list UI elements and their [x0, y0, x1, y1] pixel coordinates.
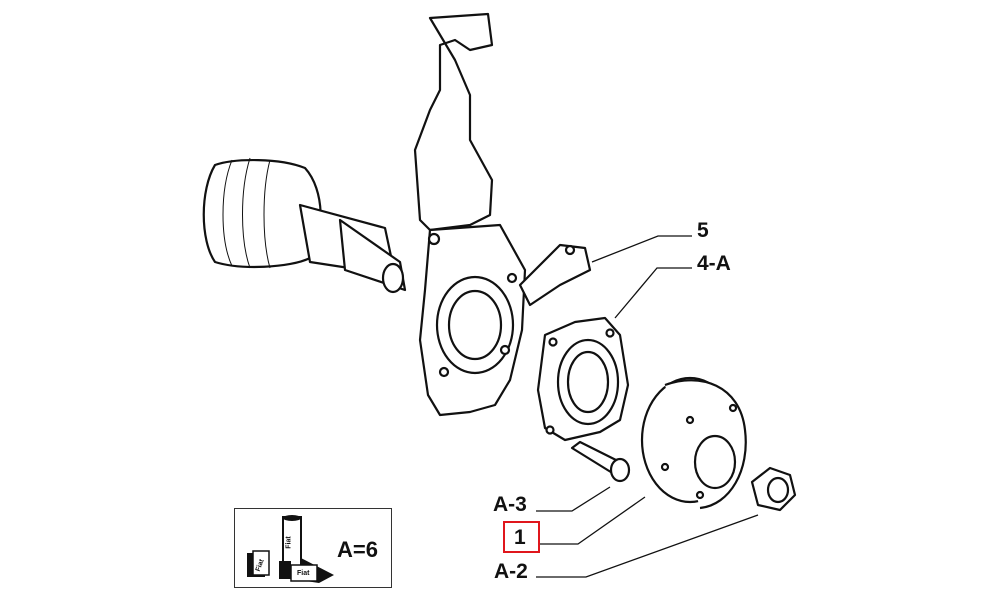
- callout-part-1[interactable]: 1: [514, 526, 526, 549]
- callout-part-5[interactable]: 5: [697, 219, 709, 242]
- bolt: [570, 440, 631, 483]
- brand-label-box-right: Fiat: [297, 570, 310, 577]
- hub-nut: [750, 466, 797, 512]
- callout-part-a2[interactable]: A-2: [494, 560, 528, 583]
- cv-joint-shaft: [202, 157, 407, 294]
- thread-locker-icon: [247, 515, 334, 583]
- torque-legend-box: Fiat Fiat Fiat A=6: [234, 508, 392, 588]
- callout-part-a3[interactable]: A-3: [493, 493, 527, 516]
- torque-value: A=6: [337, 537, 378, 562]
- highlight-box: [503, 521, 540, 553]
- wheel-bearing: [536, 316, 630, 442]
- callout-part-4a[interactable]: 4-A: [697, 252, 731, 275]
- brand-label-cylinder: Fiat: [285, 536, 293, 549]
- steering-knuckle: [413, 12, 592, 417]
- leader-lines: [536, 235, 759, 578]
- wheel-hub: [640, 376, 747, 510]
